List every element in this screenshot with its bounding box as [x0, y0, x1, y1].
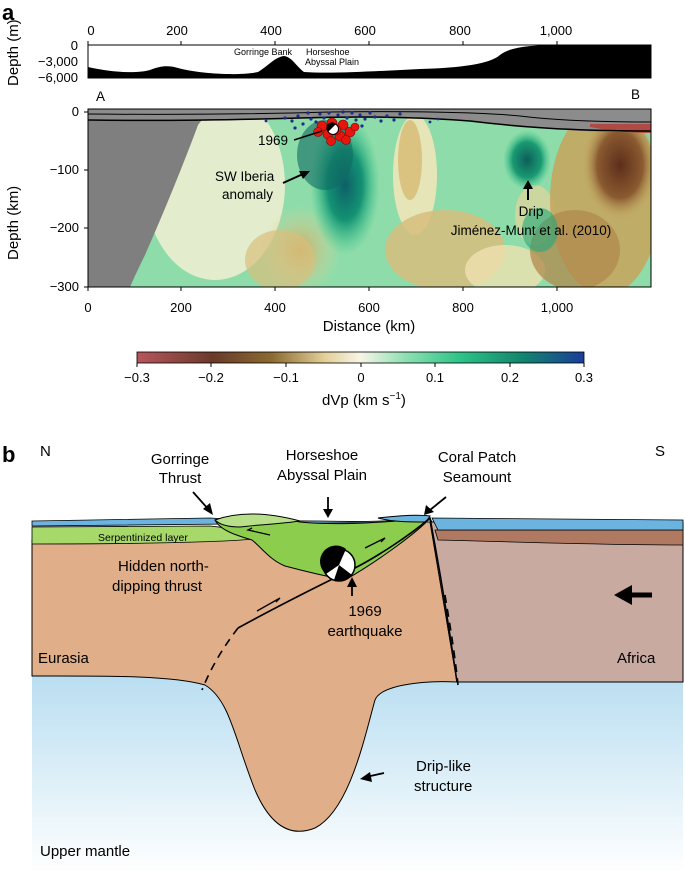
section-ytick-100: −100	[50, 162, 79, 177]
eurasia-label: Eurasia	[38, 650, 90, 667]
colorbar-label: dVp (km s−1)	[322, 391, 406, 409]
section-xtick-200: 200	[170, 300, 192, 315]
drip-label-line1: Drip	[519, 204, 544, 219]
cbar-tick-02: 0.2	[501, 370, 519, 385]
gorringe-thrust-label-1: Gorringe	[151, 451, 209, 468]
section-ytick-300: −300	[50, 279, 79, 294]
topo-ytick-6000: −6,000	[38, 70, 78, 85]
quake-label-2: earthquake	[327, 623, 402, 640]
south-label: S	[655, 443, 665, 460]
section-xtick-400: 400	[264, 300, 286, 315]
drip-label-line2: Jiménez-Munt et al. (2010)	[451, 223, 612, 238]
cbar-tick-01: 0.1	[426, 370, 444, 385]
coral-patch-label-2: Seamount	[443, 469, 512, 486]
gorringe-thrust-label-2: Thrust	[159, 470, 202, 487]
topography-plot: 0 200 400 600 800 1,000 0 −3,000 −6,000 …	[5, 19, 651, 86]
topo-xtick-400: 400	[260, 23, 282, 38]
section-xtick-600: 600	[358, 300, 380, 315]
gorringe-bank-label: Gorringe Bank	[234, 47, 293, 57]
africa-label: Africa	[617, 650, 656, 667]
north-label: N	[40, 443, 51, 460]
horseshoe-label-2: Abyssal Plain	[277, 467, 367, 484]
panel-b-label: b	[2, 442, 15, 467]
bathymetry-profile	[88, 45, 651, 78]
hidden-thrust-label-1: Hidden north-	[118, 558, 209, 575]
topo-ytick-0: 0	[71, 38, 78, 53]
drip-structure-label-1: Drip-like	[416, 758, 471, 775]
profile-end-a: A	[96, 89, 105, 104]
coral-patch-label-1: Coral Patch	[438, 449, 516, 466]
event-1969-label: 1969	[258, 133, 288, 148]
abyssal-plain-label: Abyssal Plain	[305, 57, 359, 67]
section-xtick-0: 0	[84, 300, 91, 315]
quake-label-1: 1969	[348, 603, 381, 620]
anomaly-label-line2: anomaly	[222, 187, 273, 202]
section-xlabel: Distance (km)	[323, 318, 416, 335]
section-xtick-1000: 1,000	[541, 300, 574, 315]
topo-xtick-1000: 1,000	[540, 23, 573, 38]
topo-top-ticks	[88, 41, 557, 45]
topo-ytick-3000: −3,000	[38, 54, 78, 69]
cbar-tick-m02: −0.2	[198, 370, 224, 385]
colorbar	[137, 352, 584, 367]
section-xtick-800: 800	[452, 300, 474, 315]
cbar-tick-03: 0.3	[575, 370, 593, 385]
topo-xtick-800: 800	[449, 23, 471, 38]
section-ytick-0: 0	[72, 104, 79, 119]
hidden-thrust-label-2: dipping thrust	[112, 578, 203, 595]
cbar-tick-0: 0	[357, 370, 364, 385]
topo-xtick-600: 600	[354, 23, 376, 38]
section-ytick-200: −200	[50, 220, 79, 235]
section-ylabel: Depth (km)	[5, 186, 22, 260]
topo-ylabel: Depth (m)	[5, 19, 22, 86]
horseshoe-label-1: Horseshoe	[286, 447, 359, 464]
topo-xtick-0: 0	[87, 23, 94, 38]
velocity-section	[88, 90, 660, 295]
serpentinized-layer-label: Serpentinized layer	[98, 532, 188, 544]
drip-structure-label-2: structure	[414, 778, 472, 795]
profile-end-b: B	[631, 87, 640, 102]
cbar-tick-m01: −0.1	[273, 370, 299, 385]
upper-mantle-label: Upper mantle	[40, 843, 130, 860]
horseshoe-label: Horseshoe	[306, 47, 350, 57]
cbar-tick-m03: −0.3	[124, 370, 150, 385]
anomaly-label-line1: SW Iberia	[215, 169, 275, 184]
topo-xtick-200: 200	[166, 23, 188, 38]
cross-section-diagram	[32, 492, 683, 873]
africa-water	[432, 518, 683, 530]
